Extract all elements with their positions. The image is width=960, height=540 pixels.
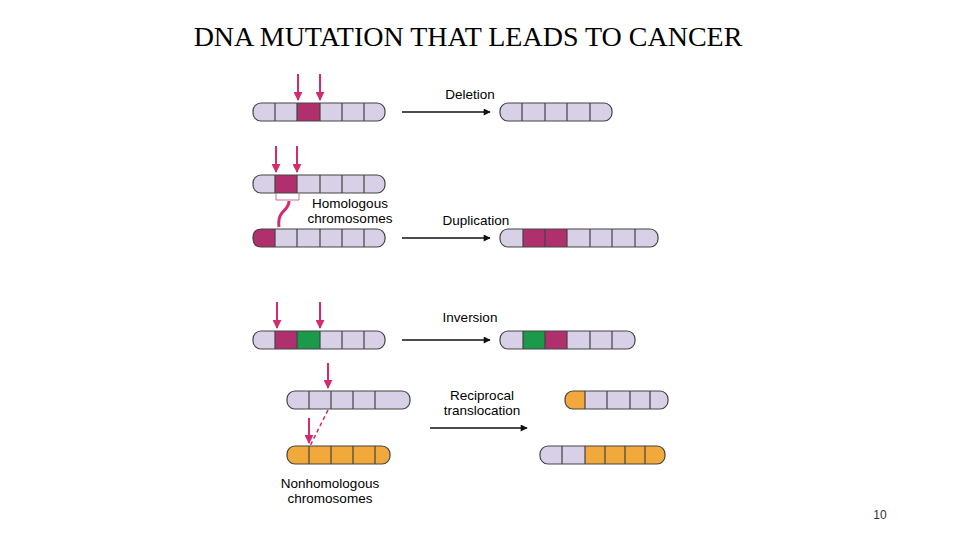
mutation-name: Reciprocal translocation: [427, 388, 537, 418]
mutation-name: Deletion: [425, 87, 515, 102]
chromosome: [585, 391, 650, 409]
chromosome: [522, 103, 590, 121]
chromosome: [275, 175, 364, 193]
chromosome: [253, 229, 385, 247]
chromosome: [253, 331, 385, 349]
process-arrow: [402, 112, 490, 113]
chromosome: [500, 229, 658, 247]
chromosome-note: Homologous chromosomes: [300, 196, 400, 226]
break-arrow: [319, 302, 321, 328]
chromosome: [287, 391, 410, 409]
break-arrow: [297, 74, 299, 100]
chromosome: [540, 446, 665, 464]
chromosome: [523, 331, 545, 349]
chromosome: [523, 229, 635, 247]
page-number: 10: [865, 508, 895, 523]
chromosome: [253, 229, 385, 247]
chromosome: [545, 331, 567, 349]
chromosome: [275, 175, 297, 193]
break-arrow: [276, 302, 278, 328]
slide-title: DNA MUTATION THAT LEADS TO CANCER: [118, 21, 818, 53]
chromosome: [287, 446, 390, 464]
chromosome: [287, 446, 390, 464]
chromosome: [565, 391, 585, 409]
chromosome-note: Nonhomologous chromosomes: [275, 476, 385, 506]
break-arrow: [308, 418, 310, 443]
process-arrow: [402, 238, 490, 239]
process-arrow: [430, 428, 527, 429]
chromosome: [500, 331, 635, 349]
chromosome: [500, 103, 612, 121]
process-arrow: [402, 111, 490, 113]
process-arrow: [402, 340, 490, 341]
chromosome: [275, 229, 364, 247]
chromosome: [309, 446, 375, 464]
chromosome: [287, 391, 410, 409]
chromosome: [253, 175, 385, 193]
chromosome: [253, 331, 385, 349]
break-arrow: [276, 146, 297, 172]
chromosome: [500, 103, 612, 121]
copy-bracket: [276, 193, 299, 227]
break-arrow: [327, 363, 329, 388]
chromosome: [275, 103, 364, 121]
chromosome: [540, 446, 665, 464]
mutation-name: Duplication: [426, 213, 526, 228]
process-arrow: [430, 427, 527, 429]
chromosome: [540, 446, 665, 464]
chromosome: [565, 391, 668, 409]
chromosome: [309, 391, 375, 409]
chromosome: [275, 331, 364, 349]
chromosome: [500, 331, 635, 349]
chromosome: [253, 103, 385, 121]
chromosome: [540, 446, 665, 464]
chromosome: [523, 331, 612, 349]
chromosome: [253, 331, 385, 349]
break-arrow: [298, 74, 320, 100]
chromosome: [253, 175, 385, 193]
chromosome: [253, 175, 385, 193]
chromosome: [287, 391, 410, 409]
chromosome: [500, 229, 658, 247]
chromosome: [253, 103, 385, 121]
chromosome: [565, 391, 668, 409]
break-arrow: [296, 146, 298, 172]
copy-bracket: [279, 201, 289, 227]
chromosome: [253, 229, 385, 247]
chromosome: [275, 331, 297, 349]
break-arrow: [277, 302, 320, 328]
process-arrow: [402, 339, 490, 341]
process-arrow: [402, 237, 490, 239]
chromosome: [500, 331, 635, 349]
chromosome: [287, 446, 390, 464]
chromosome: [253, 103, 385, 121]
chromosome: [500, 103, 612, 121]
chromosome: [565, 391, 668, 409]
copy-bracket: [276, 193, 299, 200]
chromosome: [500, 229, 658, 247]
chromosome: [297, 331, 320, 349]
exchange-line: [310, 410, 328, 446]
chromosome: [562, 446, 645, 464]
exchange-line: [310, 410, 328, 446]
mutation-name: Inversion: [425, 310, 515, 325]
break-arrow: [275, 146, 277, 172]
chromosome: [297, 103, 320, 121]
chromosome: [565, 391, 668, 409]
break-arrow: [319, 74, 321, 100]
